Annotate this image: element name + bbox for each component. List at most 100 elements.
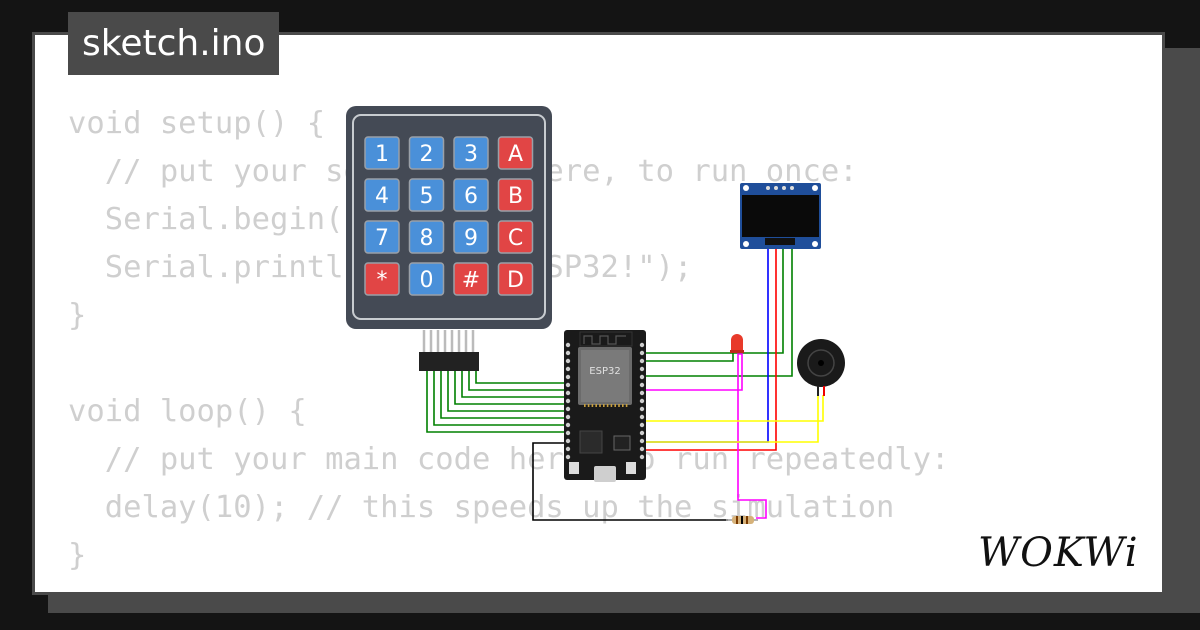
wokwi-logo-text: WOKWi (978, 530, 1139, 576)
keypad-key[interactable]: # (453, 262, 489, 296)
keypad-key-face (497, 220, 534, 254)
esp32-chip-pad (610, 404, 613, 407)
keypad-key[interactable]: 2 (408, 136, 445, 170)
esp32-usb-port (594, 466, 616, 482)
keypad-key-label: 3 (464, 142, 478, 167)
wire-buzzer-gnd (640, 395, 819, 443)
led-rim (730, 350, 744, 353)
wire-keypad-6 (440, 370, 570, 419)
keypad-key[interactable]: C (497, 220, 534, 254)
oled-hole (812, 241, 818, 247)
esp32-header-pin (565, 366, 571, 372)
esp32-header-pin (639, 342, 645, 348)
keypad-key-face (453, 136, 489, 170)
keypad-key[interactable]: A (497, 136, 534, 170)
code-line: void loop() { (68, 394, 307, 429)
esp32-antenna-trace (583, 335, 626, 345)
esp32-header-pin (639, 390, 645, 396)
wokwi-logo: WOKWi (978, 530, 1139, 576)
esp32-usb-chip (613, 435, 631, 451)
oled-screen (742, 195, 819, 237)
keypad-key[interactable]: 3 (453, 136, 489, 170)
keypad-key[interactable]: 7 (364, 220, 400, 254)
esp32-chip-pad (595, 404, 597, 407)
esp32-chip-pad (599, 404, 601, 407)
oled-hole (743, 241, 749, 247)
esp32-header-pin (565, 382, 571, 388)
wire-keypad-5 (447, 370, 570, 412)
keypad-key[interactable]: B (497, 178, 534, 212)
buzzer-ring (807, 349, 835, 377)
led-body (731, 334, 743, 352)
keypad-key-face (364, 136, 400, 170)
esp32-regulator (579, 430, 603, 454)
esp32-antenna (579, 331, 633, 347)
keypad-key[interactable]: D (497, 262, 534, 296)
code-line: } (68, 538, 87, 573)
keypad-key-face (497, 136, 534, 170)
esp32-header-pin (565, 438, 571, 444)
keypad-key-label: 1 (375, 142, 389, 167)
wire-oled-vcc (640, 192, 777, 451)
esp32-header-pin (639, 406, 645, 412)
esp32-header-pin (639, 454, 645, 460)
keypad-key[interactable]: 9 (453, 220, 489, 254)
esp32-header-pin (639, 374, 645, 380)
oled-pin (790, 186, 794, 190)
keypad-key-label: 2 (420, 142, 434, 167)
keypad-key[interactable]: 0 (408, 262, 445, 296)
keypad-key-face (497, 262, 534, 296)
keypad-key-face (453, 262, 489, 296)
esp32-header-pin (565, 398, 571, 404)
resistor (726, 516, 758, 524)
esp32-header-pin (639, 382, 645, 388)
esp32-header-pin (639, 350, 645, 356)
keypad-key[interactable]: 5 (408, 178, 445, 212)
keypad-key-label: 8 (420, 226, 434, 251)
esp32-header-pin (639, 446, 645, 452)
keypad-key[interactable]: 4 (364, 178, 400, 212)
keypad-key-face (408, 178, 445, 212)
keypad-key[interactable]: 1 (364, 136, 400, 170)
esp32-header-pin (565, 390, 571, 396)
resistor-band (741, 516, 743, 524)
esp32-chip-pad (606, 404, 609, 407)
esp32-header-pin (565, 342, 571, 348)
esp32-chip-pad (591, 404, 594, 407)
led (730, 334, 744, 353)
wires (426, 192, 824, 521)
oled-ribbon (765, 238, 795, 245)
keypad-key[interactable]: * (364, 262, 400, 296)
esp32-chip-pad (625, 404, 628, 407)
wire-keypad-2 (468, 370, 570, 391)
esp32-header-pin (639, 414, 645, 420)
esp32-chip-pad (587, 404, 590, 407)
keypad-key-face (453, 178, 489, 212)
esp32-header-pin (565, 406, 571, 412)
oled-hole (743, 185, 749, 191)
file-tab[interactable]: sketch.ino (68, 12, 280, 75)
keypad-key-face (364, 178, 400, 212)
keypad-key-face (453, 220, 489, 254)
keypad-key-label: * (377, 268, 388, 293)
esp32-chip-pad (618, 404, 620, 407)
esp32-chip-label: ESP32 (589, 366, 620, 377)
esp32-header-pin (565, 446, 571, 452)
keypad-key[interactable]: 8 (408, 220, 445, 254)
keypad-key-label: C (508, 226, 523, 251)
wire-keypad-3 (461, 370, 570, 398)
esp32-header-pin (565, 350, 571, 356)
code-line: // put your main code here, to run repea… (68, 442, 950, 477)
esp32-header-pin (565, 422, 571, 428)
buzzer (797, 339, 845, 396)
esp32-header-pin (639, 398, 645, 404)
keypad-key[interactable]: 6 (453, 178, 489, 212)
keypad-key-label: 5 (420, 184, 434, 209)
esp32-header-pin (639, 430, 645, 436)
esp32-button-right (626, 462, 636, 474)
oled-pin (782, 186, 786, 190)
esp32-shield-inner (581, 350, 629, 402)
oled-pin (774, 186, 778, 190)
